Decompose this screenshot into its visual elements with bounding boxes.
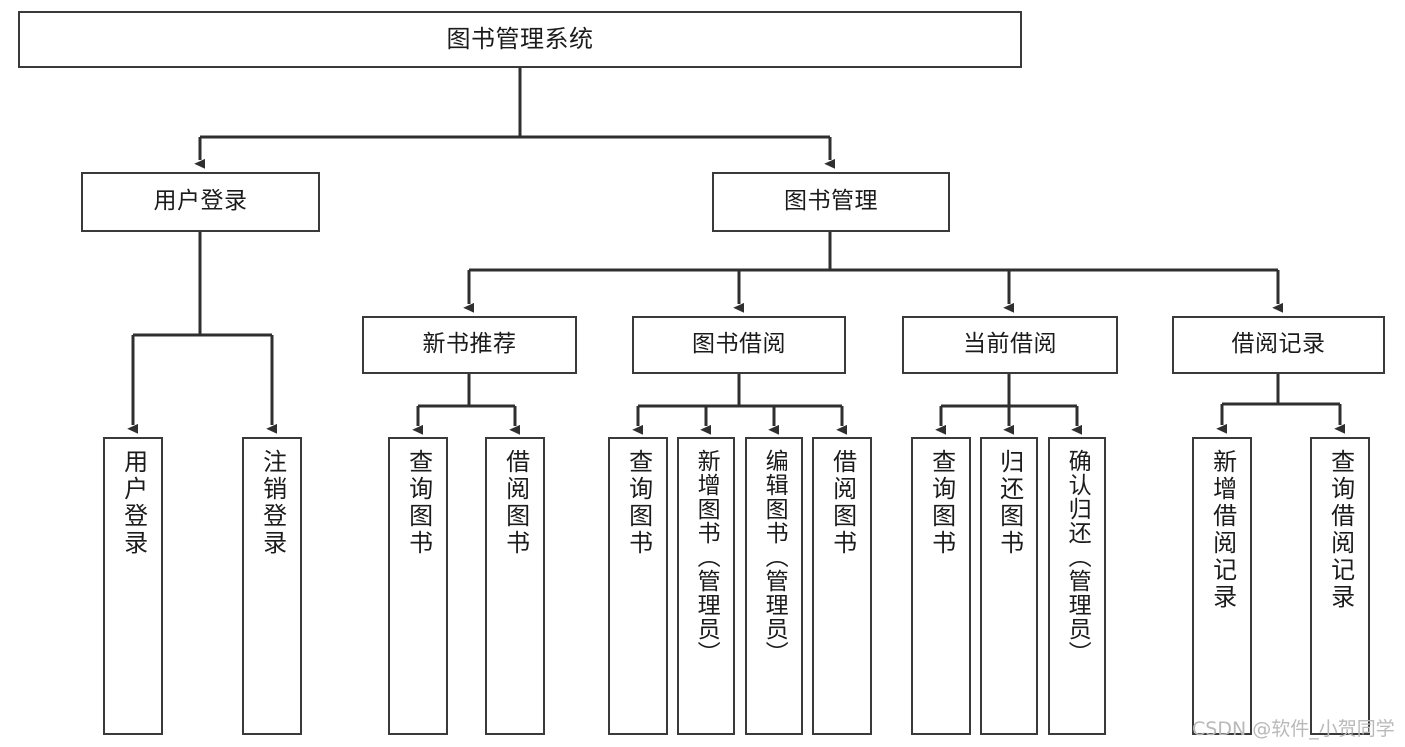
leaf-borrow-add-book-admin[interactable]: 新增图书（管理员）: [677, 437, 735, 735]
node-book-management[interactable]: 图书管理: [712, 172, 950, 232]
node-label: 查询图书: [927, 449, 956, 557]
node-label: 新增借阅记录: [1208, 449, 1237, 611]
watermark-csdn: CSDN @软件_小贺同学: [1192, 718, 1395, 740]
node-borrow-record[interactable]: 借阅记录: [1172, 316, 1385, 374]
node-label: 借阅图书: [828, 449, 857, 557]
node-label: 注销登录: [258, 449, 287, 557]
node-root-system[interactable]: 图书管理系统: [18, 11, 1022, 68]
node-label: 用户登录: [119, 449, 148, 557]
leaf-newbook-borrow-book[interactable]: 借阅图书: [485, 437, 545, 735]
node-label: 借阅图书: [501, 449, 530, 557]
leaf-borrow-query-book[interactable]: 查询图书: [608, 437, 668, 735]
node-label: 编辑图书（管理员）: [761, 449, 788, 665]
leaf-user-login[interactable]: 用户登录: [103, 437, 163, 735]
leaf-borrow-edit-book-admin[interactable]: 编辑图书（管理员）: [745, 437, 803, 735]
leaf-borrow-borrow-book[interactable]: 借阅图书: [812, 437, 872, 735]
leaf-newbook-query-book[interactable]: 查询图书: [388, 437, 448, 735]
node-label: 当前借阅: [963, 331, 1057, 358]
leaf-current-return-book[interactable]: 归还图书: [980, 437, 1038, 735]
node-label: 图书管理: [784, 188, 878, 215]
leaf-logout[interactable]: 注销登录: [242, 437, 302, 735]
leaf-current-query-book[interactable]: 查询图书: [911, 437, 971, 735]
leaf-record-add-record[interactable]: 新增借阅记录: [1192, 437, 1252, 735]
leaf-current-confirm-return-admin[interactable]: 确认归还（管理员）: [1048, 437, 1106, 735]
node-label: 图书借阅: [692, 331, 786, 358]
node-label: 新增图书（管理员）: [693, 449, 720, 665]
node-label: 确认归还（管理员）: [1064, 449, 1091, 665]
node-label: 归还图书: [995, 449, 1024, 557]
node-label: 借阅记录: [1231, 331, 1326, 358]
node-label: 图书管理系统: [446, 25, 594, 54]
node-new-book-recommend[interactable]: 新书推荐: [362, 316, 577, 374]
node-label: 查询图书: [404, 449, 433, 557]
node-label: 新书推荐: [422, 331, 517, 358]
node-user-login[interactable]: 用户登录: [81, 172, 320, 232]
node-label: 用户登录: [153, 188, 248, 215]
node-label: 查询图书: [624, 449, 653, 557]
leaf-record-query-record[interactable]: 查询借阅记录: [1310, 437, 1370, 735]
node-current-borrow[interactable]: 当前借阅: [902, 316, 1118, 374]
node-label: 查询借阅记录: [1326, 449, 1355, 611]
node-book-borrow[interactable]: 图书借阅: [632, 316, 846, 374]
